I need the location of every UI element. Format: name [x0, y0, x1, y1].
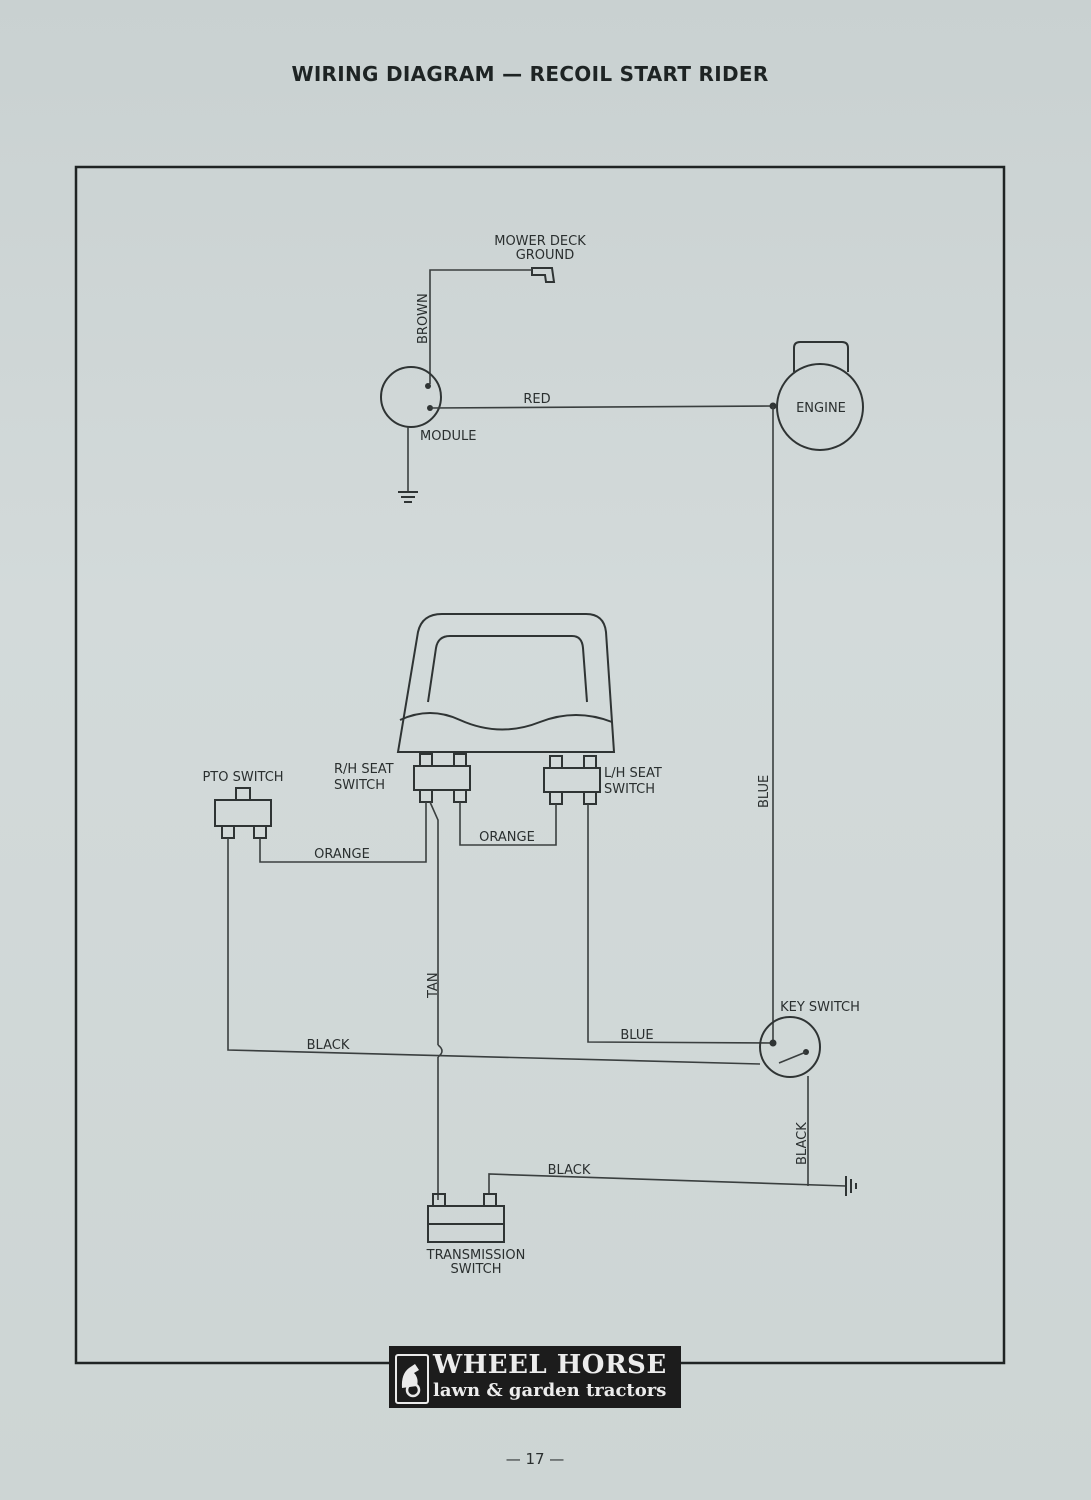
orange-seat-label: ORANGE — [479, 830, 535, 845]
engine-label: ENGINE — [796, 401, 846, 416]
black-wire-pto — [227, 838, 761, 1065]
pto-switch-term-1 — [221, 825, 235, 839]
mower-deck-ground-connector — [531, 267, 556, 283]
blue-vertical-label: BLUE — [757, 775, 772, 808]
pto-switch-label: PTO SWITCH — [202, 770, 283, 785]
tan-wire-label: TAN — [426, 972, 441, 999]
orange-wire-seat — [459, 802, 557, 846]
brown-wire — [429, 269, 532, 384]
chassis-ground-symbol — [845, 1176, 857, 1196]
lh-seat-switch-pin-1 — [549, 755, 563, 769]
blue-lh-label: BLUE — [620, 1028, 653, 1043]
key-switch-terminal-1 — [769, 1039, 777, 1047]
pto-switch-plunger — [235, 787, 251, 801]
ground-label: GROUND — [516, 248, 575, 263]
lh-seat-switch-label: SWITCH — [604, 782, 655, 797]
transmission-label: TRANSMISSION — [426, 1248, 526, 1263]
lh-seat-switch-term-1 — [549, 791, 563, 805]
orange-pto-label: ORANGE — [314, 847, 370, 862]
tan-wire — [429, 801, 439, 1200]
black-wire-transmission — [488, 1173, 847, 1194]
rh-seat-switch-label: SWITCH — [334, 778, 385, 793]
module-ground-symbol — [398, 491, 418, 503]
blue-wire-lh — [587, 804, 774, 1044]
rh-seat-switch-body — [413, 765, 471, 791]
engine-symbol — [776, 363, 864, 451]
page-number: — 17 — — [505, 1450, 565, 1468]
seat-window — [427, 635, 588, 703]
module-terminal-1 — [425, 383, 431, 389]
logo-tagline: lawn & garden tractors — [433, 1380, 667, 1401]
logo-brand: WHEEL HORSE — [433, 1350, 667, 1380]
key-switch-symbol — [759, 1016, 821, 1078]
wheel-horse-logo: WHEEL HORSE lawn & garden tractors — [389, 1346, 681, 1408]
rh-seat-switch-term-2 — [453, 789, 467, 803]
seat-cushion-line — [399, 712, 613, 731]
transmission-switch-label: SWITCH — [451, 1262, 502, 1277]
orange-wire-pto — [259, 802, 427, 863]
transmission-switch-term-2 — [483, 1193, 497, 1207]
module-symbol — [380, 366, 442, 428]
pto-switch-term-2 — [253, 825, 267, 839]
lh-seat-switch-body — [543, 767, 601, 793]
page-title: WIRING DIAGRAM — RECOIL START RIDER — [291, 62, 769, 86]
mower-deck-label: MOWER DECK — [494, 234, 586, 249]
lh-seat-switch-pin-2 — [583, 755, 597, 769]
rh-seat-switch-pin-1 — [419, 753, 433, 767]
transmission-switch-term-1 — [432, 1193, 446, 1207]
key-switch-contact — [778, 1051, 807, 1064]
rh-seat-label: R/H SEAT — [334, 762, 394, 777]
black-key-label: BLACK — [795, 1122, 810, 1165]
brown-wire-label: BROWN — [416, 293, 431, 344]
seat-back — [396, 613, 616, 753]
pto-switch-body — [214, 799, 272, 827]
engine-top — [793, 341, 849, 372]
horse-badge-icon — [395, 1354, 429, 1404]
red-wire-label: RED — [523, 392, 550, 407]
red-wire — [429, 405, 774, 409]
rh-seat-switch-pin-2 — [453, 753, 467, 767]
key-switch-label: KEY SWITCH — [780, 1000, 860, 1015]
lh-seat-label: L/H SEAT — [604, 766, 662, 781]
black-transmission-label: BLACK — [548, 1163, 591, 1178]
lh-seat-switch-term-2 — [583, 791, 597, 805]
diagram-frame — [74, 165, 1006, 1365]
black-pto-label: BLACK — [307, 1038, 350, 1053]
module-label: MODULE — [420, 429, 476, 444]
rh-seat-switch-term-1 — [419, 789, 433, 803]
